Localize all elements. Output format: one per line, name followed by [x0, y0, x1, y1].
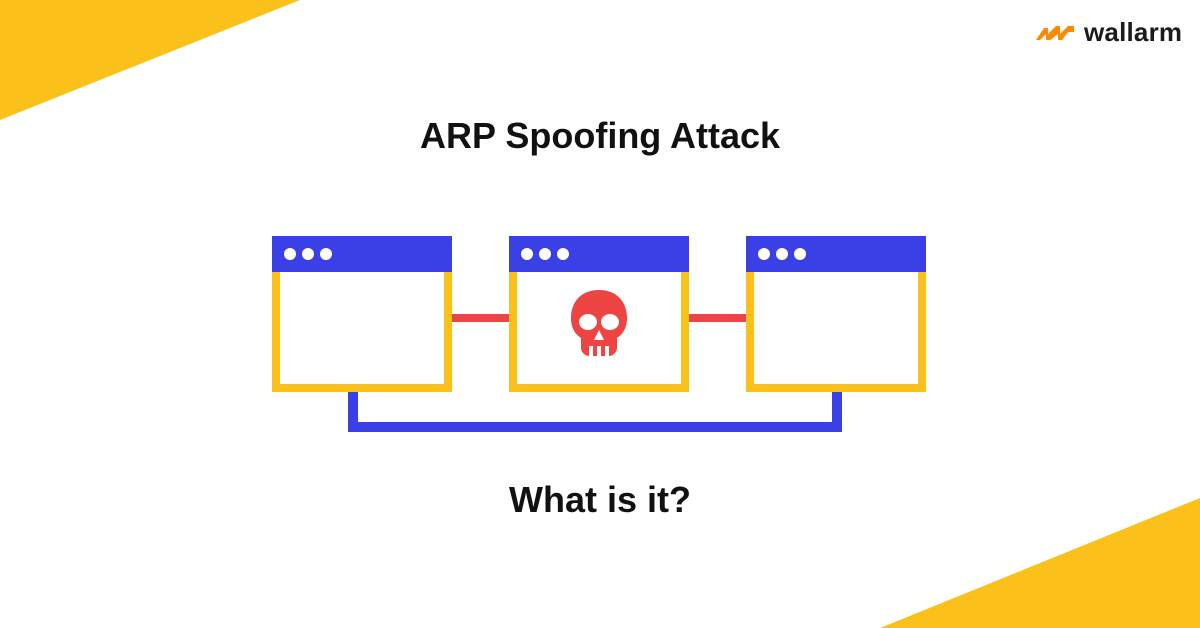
page-subtitle: What is it?	[509, 479, 691, 520]
window-dot-icon	[284, 248, 296, 260]
bottom-right-corner-shape	[880, 498, 1200, 628]
skull-icon	[571, 290, 627, 356]
window-titlebar	[746, 236, 926, 272]
spoof-link-right	[688, 314, 746, 322]
left-host-window	[272, 236, 452, 392]
window-dot-icon	[521, 248, 533, 260]
top-left-corner-shape	[0, 0, 300, 120]
window-dot-icon	[758, 248, 770, 260]
page-title: ARP Spoofing Attack	[419, 115, 781, 156]
window-dot-icon	[776, 248, 788, 260]
window-dot-icon	[302, 248, 314, 260]
wallarm-logo-icon	[1036, 26, 1074, 40]
window-dot-icon	[557, 248, 569, 260]
window-titlebar	[509, 236, 689, 272]
direct-link-left-riser	[348, 388, 358, 432]
direct-link-bottom	[348, 422, 842, 432]
spoof-link-left	[452, 314, 510, 322]
brand-name: wallarm	[1084, 17, 1183, 47]
window-titlebar	[272, 236, 452, 272]
window-dot-icon	[539, 248, 551, 260]
attacker-window	[509, 236, 689, 392]
window-dot-icon	[794, 248, 806, 260]
window-dot-icon	[320, 248, 332, 260]
brand-logo[interactable]: wallarm	[1034, 12, 1182, 52]
right-host-window	[746, 236, 926, 392]
direct-link-right-riser	[832, 388, 842, 432]
